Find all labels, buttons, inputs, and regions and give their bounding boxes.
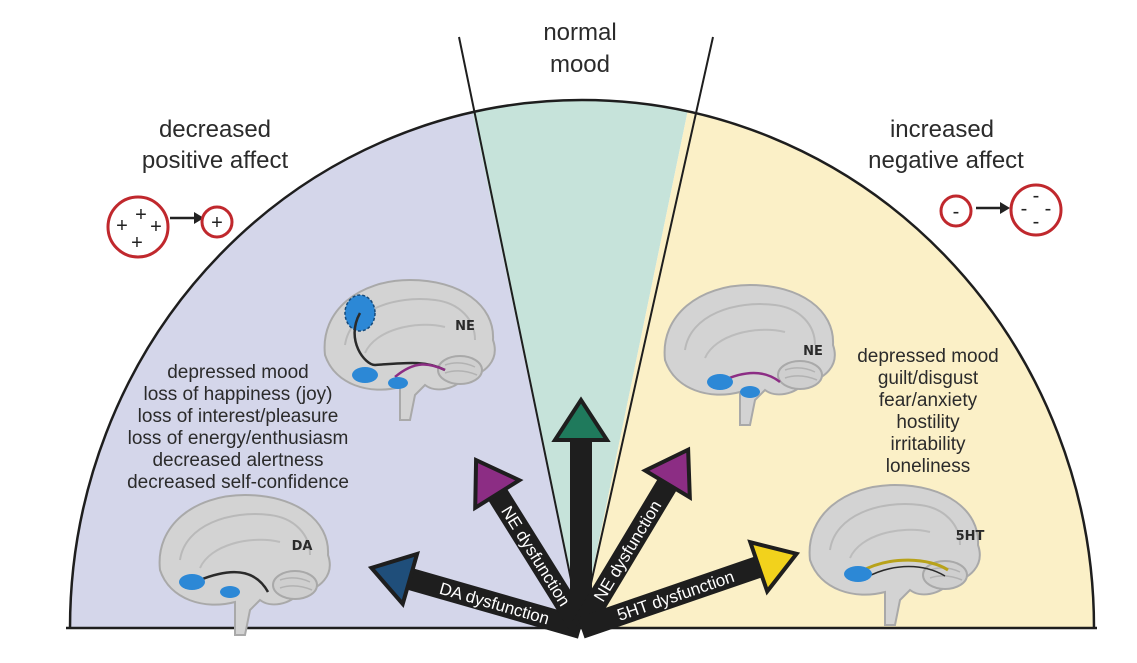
symptom-item: loss of happiness (joy): [143, 384, 332, 405]
brain-nucleus: [844, 566, 872, 582]
symptom-item: irritability: [891, 434, 966, 455]
symptom-item: depressed mood: [167, 362, 309, 383]
minus-sign: -: [1033, 185, 1040, 207]
center-boundary-left: [458, 36, 582, 629]
5ht-pathway: [864, 565, 946, 579]
symptom-item: loss of energy/enthusiasm: [128, 428, 349, 449]
brain-nucleus: [179, 574, 205, 590]
single-plus-circle: [200, 205, 234, 239]
symptom-item: decreased self-confidence: [127, 472, 349, 493]
single-minus-circle: [939, 194, 973, 228]
brain-label: NE: [455, 319, 475, 334]
right-title-line1: increased: [890, 116, 994, 143]
normal-mood-arrow: [551, 396, 611, 628]
arrowhead-icon: [194, 212, 204, 224]
brain-nucleus: [740, 386, 760, 398]
minus-sign: -: [953, 201, 960, 223]
plus-sign: +: [116, 215, 128, 237]
left-symptom-list: depressed mood loss of happiness (joy) l…: [127, 362, 349, 493]
many-plus-circle: [106, 195, 170, 259]
normal-mood-title-line2: mood: [550, 51, 610, 78]
center-region: [470, 100, 690, 628]
plus-sign: +: [150, 216, 162, 238]
brain-nucleus: [352, 367, 378, 383]
brain-label: DA: [292, 539, 313, 554]
brain-nucleus: [707, 374, 733, 390]
symptom-item: decreased alertness: [152, 450, 323, 471]
negative-affect-symbol: - - - - -: [939, 183, 1063, 237]
brain-da-left: DA: [158, 494, 331, 636]
symptom-item: loss of interest/pleasure: [138, 406, 339, 427]
brain-label: NE: [803, 344, 823, 359]
left-title-line1: decreased: [159, 116, 271, 143]
5ht-pathway: [859, 558, 949, 574]
normal-mood-title-line1: normal: [543, 19, 616, 46]
brain-ne-right: NE: [663, 284, 836, 426]
brain-label: 5HT: [956, 529, 985, 544]
many-minus-circle: [1009, 183, 1063, 237]
semicircle-outline: [68, 98, 1096, 629]
left-title-line2: positive affect: [142, 147, 289, 174]
right-title-line2: negative affect: [868, 147, 1024, 174]
right-symptom-list: depressed mood guilt/disgust fear/anxiet…: [857, 346, 999, 477]
brain-nucleus: [220, 586, 240, 598]
symptom-item: loneliness: [886, 456, 971, 477]
plus-sign: +: [135, 204, 147, 226]
plus-sign: +: [211, 212, 223, 234]
arrowhead-icon: [1000, 202, 1010, 214]
plus-sign: +: [131, 232, 143, 254]
brain-5ht-right: 5HT: [808, 484, 985, 626]
positive-affect-symbol: + + + + +: [106, 195, 234, 259]
symptom-item: hostility: [896, 412, 960, 433]
symptom-item: guilt/disgust: [878, 368, 979, 389]
symptom-item: depressed mood: [857, 346, 999, 367]
minus-sign: -: [1021, 198, 1028, 220]
da-dysfunction-arrow: DA dysfunction: [367, 550, 585, 639]
da-pathway: [199, 570, 270, 593]
minus-sign: -: [1033, 211, 1040, 233]
center-boundary-right: [580, 36, 714, 629]
brain-nucleus: [388, 377, 408, 389]
ne-pathway: [394, 363, 446, 378]
symptom-item: fear/anxiety: [879, 390, 978, 411]
minus-sign: -: [1045, 198, 1052, 220]
brain-ne-left: NE: [323, 279, 496, 421]
